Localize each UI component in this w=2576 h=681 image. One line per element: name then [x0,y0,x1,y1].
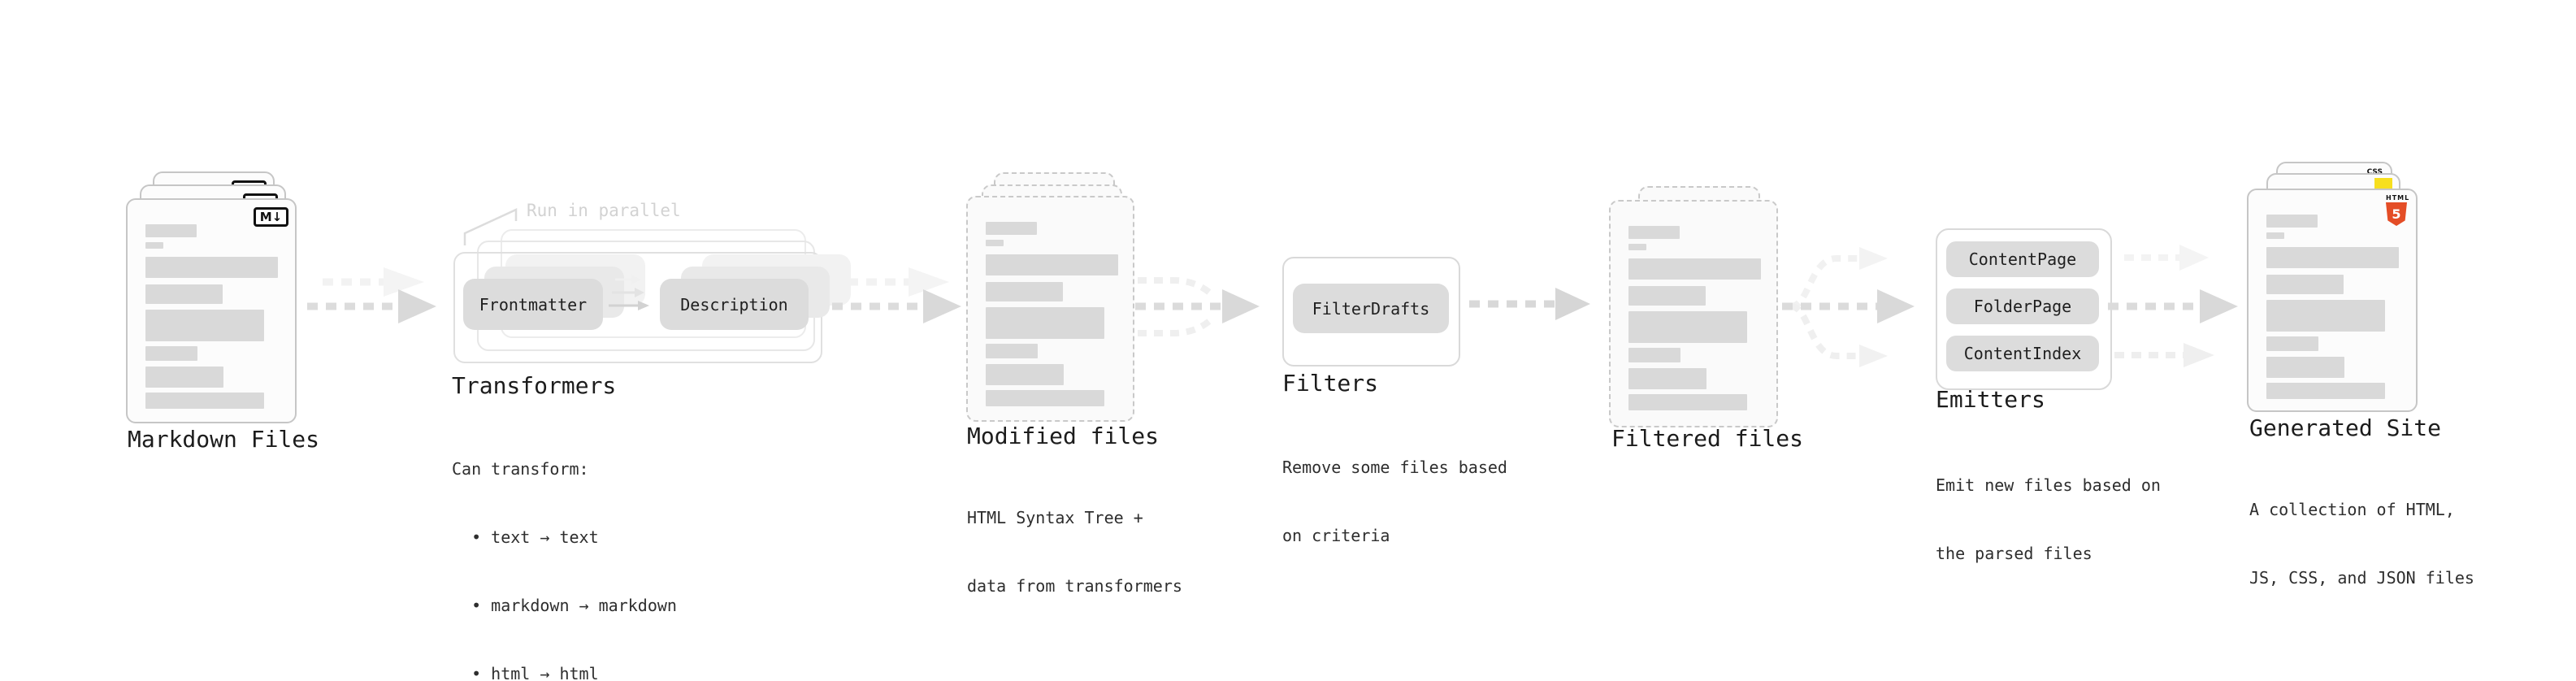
doc-content-placeholder [1628,226,1761,410]
stage-title-filtered-files: Filtered files [1611,425,1804,452]
stage-title-modified-files: Modified files [967,423,1160,449]
desc-line: A collection of HTML, [2249,500,2455,519]
desc-line: • markdown → markdown [452,596,677,615]
modified-doc-card [966,196,1134,422]
doc-placeholder-bar [1628,348,1680,362]
stage-title-emitters: Emitters [1936,386,2045,413]
doc-placeholder-bar [145,310,264,341]
transformer-node-frontmatter: Frontmatter [463,279,603,330]
doc-placeholder-bar [986,364,1064,385]
arrow-markdown-to-transformers [307,267,436,323]
filtered-doc-card [1609,200,1778,427]
site-doc-card-html: HTML 5 [2247,189,2418,412]
html5-icon-word: HTML [2386,194,2410,202]
emitter-node-contentpage: ContentPage [1946,241,2099,277]
desc-line: • html → html [452,664,599,681]
doc-placeholder-bar [2266,275,2344,294]
desc-line: HTML Syntax Tree + [967,508,1143,527]
desc-line: • text → text [452,527,599,547]
doc-placeholder-bar [986,390,1104,406]
doc-placeholder-bar [986,282,1063,301]
markdown-icon: M↓ [254,207,288,227]
desc-line: Remove some files based [1282,458,1507,477]
doc-placeholder-bar [2266,357,2344,378]
stage-desc-filters: Remove some files based on criteria [1282,410,1507,592]
arrow-filtered-to-emitters [1782,247,1915,367]
doc-placeholder-bar [1628,311,1747,343]
desc-line: JS, CSS, and JSON files [2249,568,2474,588]
arrow-transformers-to-modified [832,267,961,323]
desc-line: data from transformers [967,576,1182,596]
doc-placeholder-bar [1628,244,1646,250]
doc-placeholder-bar [2266,300,2385,332]
markdown-doc-card: M↓ [126,198,297,423]
stage-desc-generated-site: A collection of HTML, JS, CSS, and JSON … [2249,453,2474,635]
stage-title-markdown-files: Markdown Files [128,426,320,453]
doc-content-placeholder [2266,215,2399,399]
desc-line: on criteria [1282,526,1390,545]
doc-placeholder-bar [145,224,197,237]
doc-placeholder-bar [145,257,278,278]
doc-placeholder-bar [2266,383,2385,399]
doc-placeholder-bar [986,344,1038,358]
stage-title-generated-site: Generated Site [2249,414,2442,441]
js-icon [2374,178,2392,189]
doc-content-placeholder [986,222,1118,406]
doc-placeholder-bar [986,254,1118,275]
desc-line: Can transform: [452,459,589,479]
stage-desc-modified-files: HTML Syntax Tree + data from transformer… [967,461,1182,643]
doc-placeholder-bar [2266,336,2318,351]
doc-placeholder-bar [145,393,264,409]
doc-placeholder-bar [986,307,1104,339]
doc-placeholder-bar [145,367,223,388]
stage-desc-emitters: Emit new files based on the parsed files [1936,428,2161,610]
run-in-parallel-annotation: Run in parallel [527,201,681,220]
doc-placeholder-bar [1628,368,1706,389]
transformer-internal-arrows [609,275,649,310]
stage-title-transformers: Transformers [452,372,617,399]
transformer-node-description: Description [660,279,809,330]
doc-placeholder-bar [2266,215,2318,228]
arrow-modified-to-filters [1135,277,1260,336]
run-in-parallel-callout-line [463,208,518,245]
doc-placeholder-bar [145,242,163,249]
arrow-emitters-to-site [2108,245,2238,367]
html5-icon: HTML 5 [2386,194,2410,226]
doc-placeholder-bar [1628,286,1706,306]
doc-placeholder-bar [986,222,1037,235]
stage-desc-transformers: Can transform: • text → text • markdown … [452,412,677,681]
stage-title-filters: Filters [1282,370,1379,397]
desc-line: Emit new files based on [1936,475,2161,495]
doc-placeholder-bar [2266,232,2284,239]
emitter-node-contentindex: ContentIndex [1946,336,2099,371]
desc-line: the parsed files [1936,544,2092,563]
doc-placeholder-bar [145,346,197,361]
doc-placeholder-bar [1628,394,1747,410]
doc-placeholder-bar [1628,258,1761,280]
filter-node-filterdrafts: FilterDrafts [1293,284,1449,333]
doc-content-placeholder [145,224,278,409]
doc-placeholder-bar [145,284,223,304]
doc-placeholder-bar [986,240,1004,246]
emitter-node-folderpage: FolderPage [1946,288,2099,324]
doc-placeholder-bar [2266,247,2399,268]
doc-placeholder-bar [1628,226,1680,239]
arrow-filters-to-filtered [1469,288,1590,320]
